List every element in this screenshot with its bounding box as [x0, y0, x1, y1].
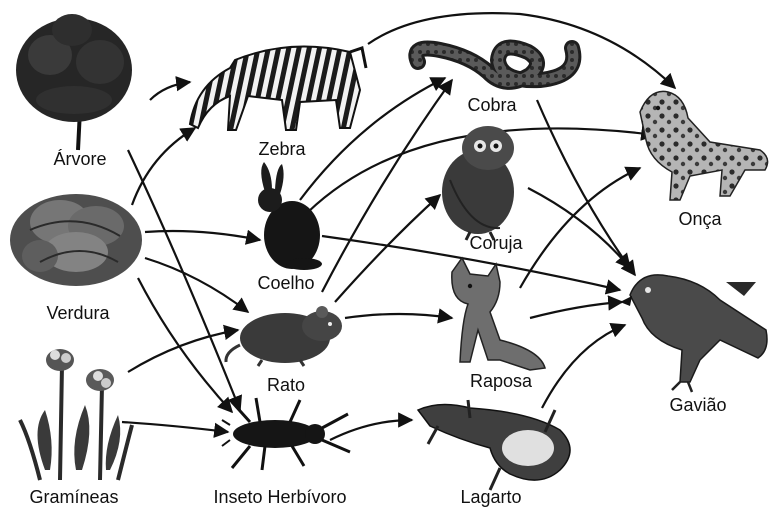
label-gramineas: Gramíneas	[29, 488, 118, 506]
mouse-icon	[226, 306, 342, 366]
zebra-icon	[190, 47, 366, 130]
label-verdura: Verdura	[46, 304, 109, 322]
arrow-cobra-gaviao	[537, 100, 635, 275]
grass-icon	[20, 349, 132, 480]
jaguar-icon	[640, 91, 768, 200]
arrow-coruja-gaviao	[528, 188, 630, 268]
label-coruja: Coruja	[469, 234, 522, 252]
lizard-icon	[418, 400, 570, 490]
label-onca: Onça	[678, 210, 721, 228]
arrow-arvore-zebra	[150, 82, 190, 100]
arrow-verdura-coelho	[145, 231, 260, 240]
arrow-verdura-zebra	[132, 128, 195, 205]
arrow-arvore-inseto	[128, 150, 240, 410]
owl-icon	[442, 126, 514, 240]
tree-icon	[16, 14, 132, 150]
label-inseto: Inseto Herbívoro	[213, 488, 346, 506]
fox-icon	[452, 258, 545, 370]
label-gaviao: Gavião	[669, 396, 726, 414]
arrow-inseto-lagarto	[330, 420, 412, 440]
arrow-rato-coruja	[335, 195, 440, 302]
label-raposa: Raposa	[470, 372, 532, 390]
label-rato: Rato	[267, 376, 305, 394]
snake-icon	[416, 48, 573, 82]
rabbit-icon	[258, 162, 322, 270]
arrow-rato-raposa	[345, 314, 452, 318]
label-coelho: Coelho	[257, 274, 314, 292]
label-lagarto: Lagarto	[460, 488, 521, 506]
insect-icon	[222, 398, 350, 470]
arrow-gramineas-inseto	[122, 422, 228, 432]
label-cobra: Cobra	[467, 96, 516, 114]
label-arvore: Árvore	[53, 150, 106, 168]
feeding-arrows	[122, 13, 675, 440]
arrow-raposa-onca	[520, 168, 640, 288]
hawk-icon	[620, 275, 767, 392]
arrow-raposa-gaviao	[530, 302, 622, 318]
arrow-lagarto-gaviao	[542, 325, 625, 408]
lettuce-icon	[10, 194, 142, 286]
label-zebra: Zebra	[258, 140, 305, 158]
